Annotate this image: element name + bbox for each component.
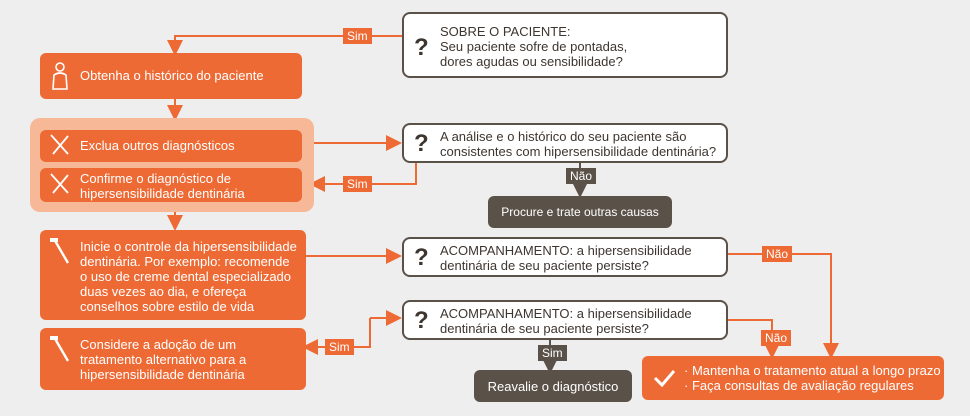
question-analysis-text: A análise e o histórico do seu paciente … bbox=[440, 129, 717, 159]
question-title: SOBRE O PACIENTE: bbox=[440, 24, 571, 39]
person-icon bbox=[52, 62, 68, 90]
toothbrush-icon bbox=[50, 336, 70, 362]
label-no: Não bbox=[566, 168, 597, 184]
action-confirm: Confirme o diagnóstico de hipersensibili… bbox=[40, 168, 302, 202]
question-mark-icon: ? bbox=[414, 130, 429, 157]
question-analysis: ? A análise e o histórico do seu pacient… bbox=[402, 123, 728, 163]
question-followup-2: ? ACOMPANHAMENTO: a hipersensibilidade d… bbox=[402, 300, 728, 340]
label-yes: Sim bbox=[343, 176, 372, 192]
action-control-text: Inicie o controle da hipersensibilidade … bbox=[80, 239, 297, 314]
action-reassess-text: Reavalie o diagnóstico bbox=[487, 379, 619, 394]
action-history-text: Obtenha o histórico do paciente bbox=[80, 68, 264, 83]
action-confirm-text: Confirme o diagnóstico de hipersensibili… bbox=[80, 171, 245, 201]
question-mark-icon: ? bbox=[414, 244, 429, 271]
label-no: Não bbox=[762, 246, 793, 262]
action-exclude-text: Exclua outros diagnósticos bbox=[80, 138, 235, 153]
action-alternative-text: Considere a adoção de um tratamento alte… bbox=[80, 337, 247, 382]
question-followup-2-text: ACOMPANHAMENTO: a hipersensibilidade den… bbox=[440, 306, 692, 336]
question-about-patient: ? SOBRE O PACIENTE: Seu paciente sofre d… bbox=[402, 12, 728, 78]
action-exclude: Exclua outros diagnósticos bbox=[40, 130, 302, 162]
action-maintain-text: · Mantenha o tratamento atual a longo pr… bbox=[684, 363, 941, 393]
question-followup-1-text: ACOMPANHAMENTO: a hipersensibilidade den… bbox=[440, 243, 692, 273]
question-about-patient-text: SOBRE O PACIENTE: Seu paciente sofre de … bbox=[440, 24, 627, 69]
question-mark-icon: ? bbox=[414, 307, 429, 334]
action-reassess: Reavalie o diagnóstico bbox=[474, 370, 632, 402]
toothbrush-icon bbox=[50, 238, 70, 264]
question-mark-icon: ? bbox=[414, 34, 429, 61]
label-yes: Sim bbox=[538, 345, 567, 361]
action-maintain: · Mantenha o tratamento atual a longo pr… bbox=[642, 356, 944, 400]
dental-tools-icon bbox=[50, 134, 69, 155]
action-alternative: Considere a adoção de um tratamento alte… bbox=[40, 328, 306, 390]
action-maintain-item-1: · Mantenha o tratamento atual a longo pr… bbox=[684, 363, 941, 378]
label-yes: Sim bbox=[325, 339, 354, 355]
dental-tools-icon bbox=[50, 173, 69, 194]
question-body: Seu paciente sofre de pontadas, dores ag… bbox=[440, 39, 628, 69]
label-no: Não bbox=[761, 330, 792, 346]
action-maintain-item-2: · Faça consultas de avaliação regulares bbox=[684, 378, 914, 393]
question-followup-1: ? ACOMPANHAMENTO: a hipersensibilidade d… bbox=[402, 237, 728, 277]
checkmark-icon bbox=[653, 370, 676, 388]
action-history: Obtenha o histórico do paciente bbox=[40, 53, 302, 99]
label-yes: Sim bbox=[343, 28, 372, 44]
action-other-causes-text: Procure e trate outras causas bbox=[501, 205, 659, 219]
action-other-causes: Procure e trate outras causas bbox=[488, 196, 672, 228]
action-control: Inicie o controle da hipersensibilidade … bbox=[40, 230, 306, 320]
